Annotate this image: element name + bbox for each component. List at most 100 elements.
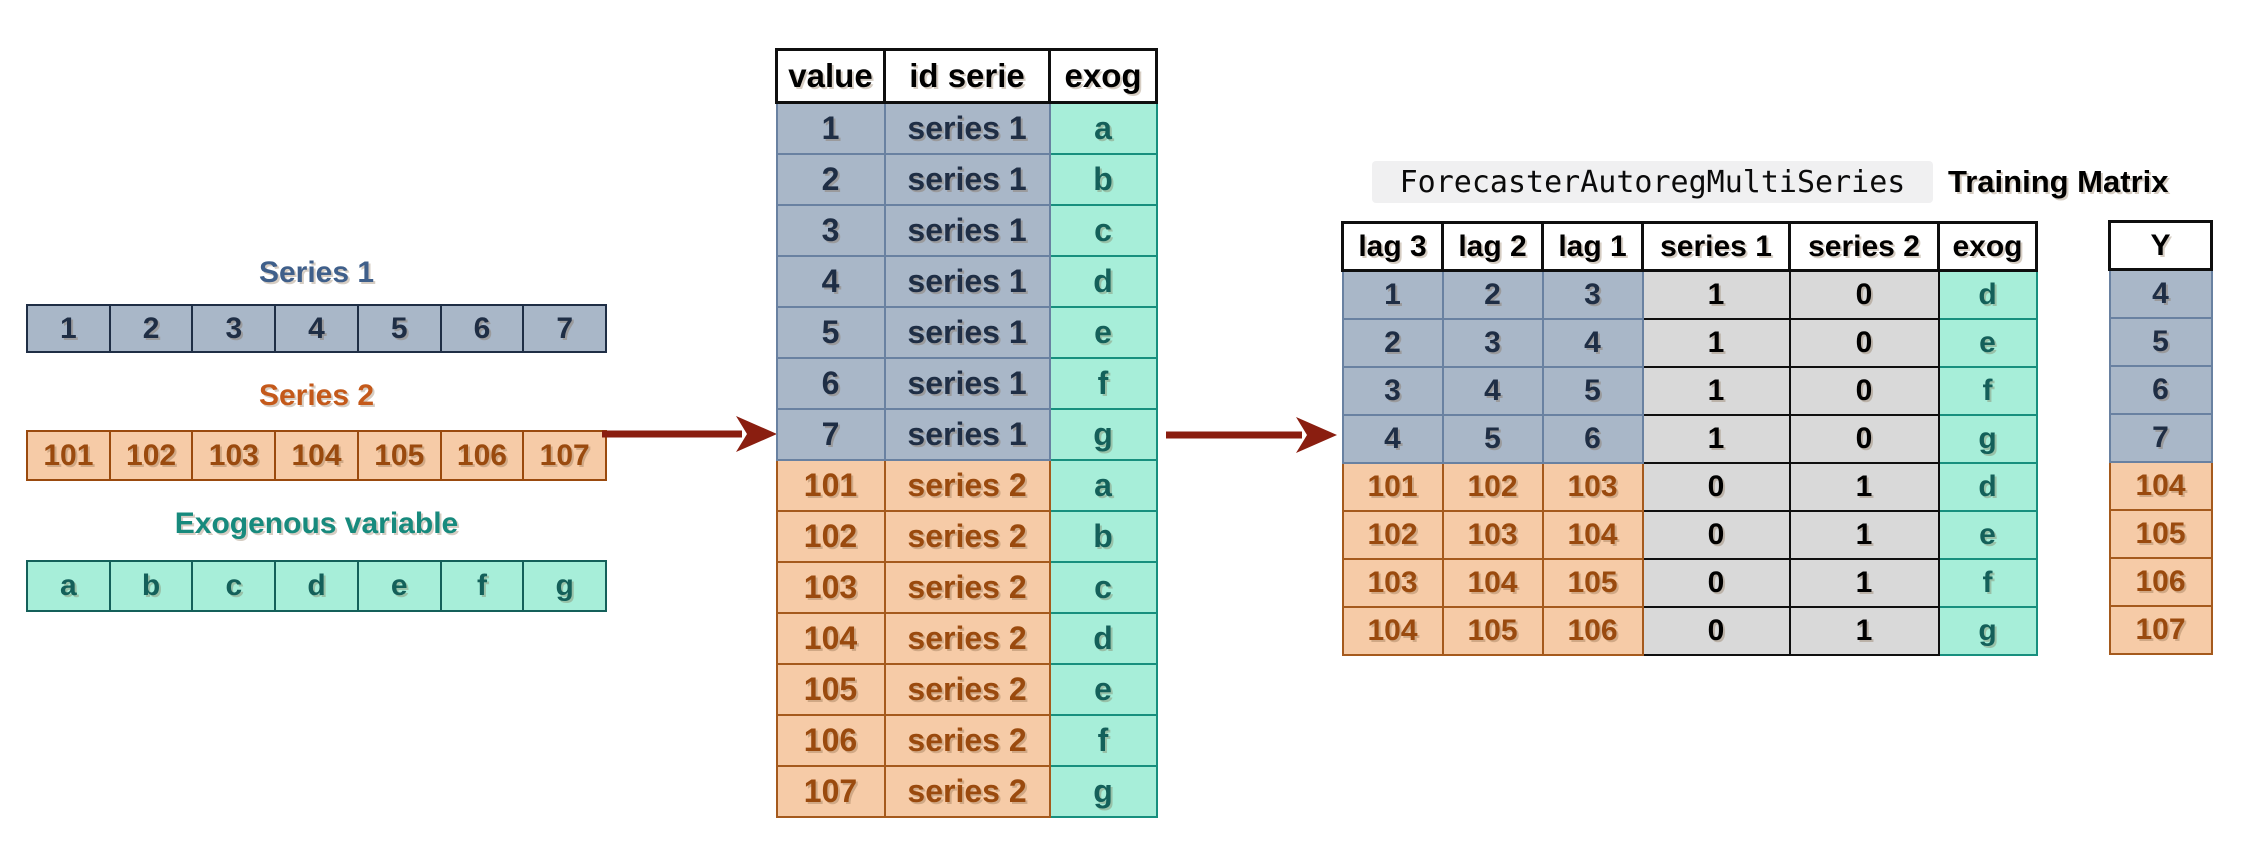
id-serie-cell: series 1	[883, 407, 1051, 461]
y-table-row: 105	[2108, 508, 2213, 559]
lag3-column-header: lag 3	[1341, 221, 1444, 272]
series1-title: Series 1	[258, 256, 375, 289]
id-serie-cell: series 2	[883, 458, 1051, 512]
exog-cell: c	[191, 560, 277, 612]
exog-cell: e	[1048, 305, 1158, 359]
y-table-row: 6	[2108, 364, 2213, 415]
value-cell: 107	[775, 764, 886, 818]
lag-cell: 104	[1441, 557, 1544, 608]
lag-cell: 104	[1341, 605, 1444, 656]
exog-cell: e	[1937, 509, 2038, 560]
exog-cell: a	[26, 560, 111, 612]
lag-cell: 101	[1341, 461, 1444, 512]
y-table-row: 107	[2108, 604, 2213, 655]
series-dummy-cell: 0	[1788, 413, 1940, 464]
value-cell: 105	[775, 662, 886, 716]
y-value-cell: 105	[2108, 508, 2213, 559]
exog-cell: e	[1048, 662, 1158, 716]
exog-cell: f	[439, 560, 525, 612]
exog-cell: d	[274, 560, 359, 612]
exog-cell: f	[1048, 713, 1158, 767]
value-column-header: value	[775, 48, 886, 104]
exog-cell: f	[1937, 365, 2038, 416]
series2-cell: 107	[522, 430, 608, 481]
lag-cell: 3	[1541, 269, 1644, 320]
lag-cell: 3	[1341, 365, 1444, 416]
id-serie-cell: series 1	[883, 356, 1051, 410]
series-dummy-cell: 0	[1788, 365, 1940, 416]
arrow-right-icon	[602, 416, 777, 452]
series1-cell: 3	[191, 304, 277, 353]
series1-cell: 7	[522, 304, 608, 353]
series1-cell: 6	[439, 304, 525, 353]
y-table-header-row: Y	[2108, 220, 2213, 271]
lag-cell: 102	[1441, 461, 1544, 512]
value-cell: 1	[775, 101, 886, 155]
lag-cell: 103	[1541, 461, 1644, 512]
lag-cell: 104	[1541, 509, 1644, 560]
y-value-cell: 104	[2108, 460, 2213, 511]
series-dummy-cell: 1	[1641, 413, 1791, 464]
exog-cell: a	[1048, 458, 1158, 512]
series-dummy-cell: 0	[1641, 557, 1791, 608]
id-serie-column-header: id serie	[883, 48, 1051, 104]
exog-cell: a	[1048, 101, 1158, 155]
y-value-cell: 106	[2108, 556, 2213, 607]
exog-cell: d	[1937, 269, 2038, 320]
series1-cell: 5	[356, 304, 442, 353]
series1-cell: 2	[108, 304, 194, 353]
exogenous-title: Exogenous variable	[174, 507, 459, 540]
arrow-right-icon	[1166, 417, 1337, 453]
series2-cell: 104	[274, 430, 359, 481]
value-cell: 7	[775, 407, 886, 461]
series-dummy-cell: 1	[1788, 557, 1940, 608]
lag1-column-header: lag 1	[1541, 221, 1644, 272]
id-serie-cell: series 2	[883, 764, 1051, 818]
id-serie-cell: series 2	[883, 611, 1051, 665]
value-cell: 6	[775, 356, 886, 410]
value-cell: 5	[775, 305, 886, 359]
long-table-header-row: value id serie exog	[775, 48, 1158, 104]
exog-cell: d	[1937, 461, 2038, 512]
id-serie-cell: series 1	[883, 203, 1051, 257]
series-dummy-cell: 1	[1788, 605, 1940, 656]
exog-column-header: exog	[1937, 221, 2038, 272]
exog-cell: g	[1048, 407, 1158, 461]
exog-cell: e	[1937, 317, 2038, 368]
lag-cell: 105	[1441, 605, 1544, 656]
value-cell: 103	[775, 560, 886, 614]
series-dummy-cell: 0	[1788, 317, 1940, 368]
y-value-cell: 107	[2108, 604, 2213, 655]
value-cell: 2	[775, 152, 886, 206]
lag-cell: 4	[1341, 413, 1444, 464]
id-serie-cell: series 1	[883, 152, 1051, 206]
exog-cell: f	[1937, 557, 2038, 608]
training-matrix-table: lag 3 lag 2 lag 1 series 1 series 2 exog…	[1341, 221, 2038, 656]
lag-cell: 6	[1541, 413, 1644, 464]
lag-cell: 4	[1541, 317, 1644, 368]
exog-cell: g	[1048, 764, 1158, 818]
series2-title: Series 2	[258, 379, 375, 412]
training-matrix-header-row: lag 3 lag 2 lag 1 series 1 series 2 exog	[1341, 221, 2038, 272]
id-serie-cell: series 1	[883, 254, 1051, 308]
y-value-cell: 5	[2108, 316, 2213, 367]
lag-cell: 2	[1441, 269, 1544, 320]
training-matrix-title: Training Matrix	[1948, 164, 2169, 199]
value-cell: 101	[775, 458, 886, 512]
